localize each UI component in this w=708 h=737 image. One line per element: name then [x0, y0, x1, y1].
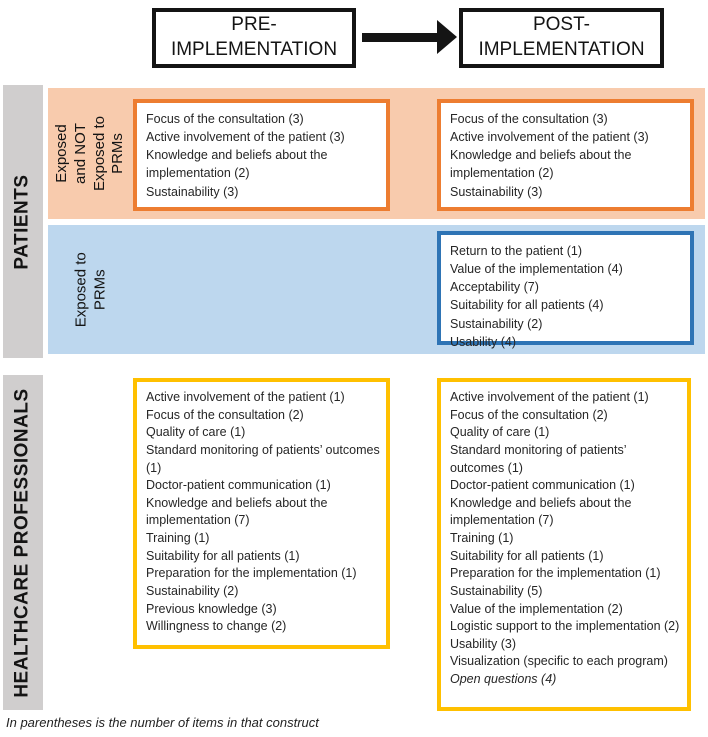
construct-item: Active involvement of the patient (1): [450, 390, 649, 404]
exposed-label-area: Exposed to PRMs: [48, 225, 133, 354]
construct-item: Quality of care (1): [146, 425, 246, 440]
arrow-icon: [362, 33, 439, 42]
construct-item: Usability (3): [450, 636, 516, 651]
professionals-group-bar: HEALTHCARE PROFESSIONALS: [3, 375, 43, 710]
patients-group-bar: PATIENTS: [3, 85, 43, 358]
construct-item: Return to the patient (1): [450, 244, 583, 258]
construct-item: Focus of the consultation (3): [450, 112, 608, 126]
construct-item: Suitability for all patients (1): [450, 548, 604, 563]
construct-item: Focus of the consultation (3): [146, 112, 304, 126]
exposed-row-label: Exposed to PRMs: [71, 251, 108, 328]
professionals-pre-box: Active involvement of the patient (1) Foc…: [133, 378, 390, 649]
patients-exposed-post-box: Return to the patient (1) Value of the im…: [437, 231, 694, 349]
construct-item: Focus of the consultation (2): [450, 407, 608, 422]
patients-not-exposed-pre-box: Focus of the consultation (3) Active invo…: [133, 99, 390, 211]
construct-item: Doctor-patient communication (1): [450, 478, 635, 493]
construct-item: Active involvement of the patient (3): [146, 130, 345, 145]
construct-item: Suitability for all patients (4): [450, 298, 604, 313]
construct-item: Training (1): [450, 531, 514, 545]
not-exposed-row-label: Exposed and NOT Exposed to PRMs: [53, 115, 127, 192]
construct-item: Open questions (4): [450, 672, 557, 686]
construct-item: Doctor-patient communication (1): [146, 478, 331, 493]
construct-item: Sustainability (2): [146, 583, 239, 598]
construct-item: Training (1): [146, 531, 210, 545]
pre-implementation-header: PRE- IMPLEMENTATION: [152, 8, 356, 68]
arrow-head-icon: [437, 20, 457, 54]
construct-item: Sustainability (2): [450, 316, 543, 331]
construct-item: Suitability for all patients (1): [146, 548, 300, 563]
construct-item: Knowledge and beliefs about the implemen…: [146, 495, 328, 528]
construct-item: Value of the implementation (4): [450, 262, 623, 277]
construct-item: Acceptability (7): [450, 280, 539, 295]
construct-item: Active involvement of the patient (3): [450, 130, 649, 145]
footnote: In parentheses is the number of items in…: [6, 715, 319, 730]
professionals-group-label: HEALTHCARE PROFESSIONALS: [12, 387, 33, 698]
patients-not-exposed-post-box: Focus of the consultation (3) Active invo…: [437, 99, 694, 211]
construct-item: Sustainability (3): [450, 184, 543, 199]
patients-group-label: PATIENTS: [12, 173, 34, 270]
post-implementation-header: POST- IMPLEMENTATION: [459, 8, 664, 68]
construct-item: Preparation for the implementation (1): [450, 566, 661, 581]
construct-item: Willingness to change (2): [146, 619, 287, 634]
construct-item: Logistic support to the implementation (…: [450, 619, 680, 634]
construct-item: Usability (4): [450, 334, 516, 349]
professionals-post-box: Active involvement of the patient (1) Foc…: [437, 378, 691, 711]
construct-item: Previous knowledge (3): [146, 601, 277, 616]
construct-item: Visualization (specific to each program): [450, 654, 668, 669]
construct-item: Knowledge and beliefs about the implemen…: [450, 495, 632, 528]
construct-item: Knowledge and beliefs about the implemen…: [450, 148, 632, 181]
construct-item: Sustainability (5): [450, 583, 543, 598]
construct-item: Sustainability (3): [146, 184, 239, 199]
construct-item: Preparation for the implementation (1): [146, 566, 357, 581]
construct-item: Knowledge and beliefs about the implemen…: [146, 148, 328, 181]
construct-item: Value of the implementation (2): [450, 601, 623, 616]
construct-item: Standard monitoring of patients’ outcome…: [450, 442, 627, 475]
not-exposed-label-area: Exposed and NOT Exposed to PRMs: [48, 88, 133, 219]
construct-item: Standard monitoring of patients’ outcome…: [146, 442, 380, 475]
construct-item: Active involvement of the patient (1): [146, 390, 345, 404]
construct-item: Quality of care (1): [450, 425, 550, 440]
construct-item: Focus of the consultation (2): [146, 407, 304, 422]
